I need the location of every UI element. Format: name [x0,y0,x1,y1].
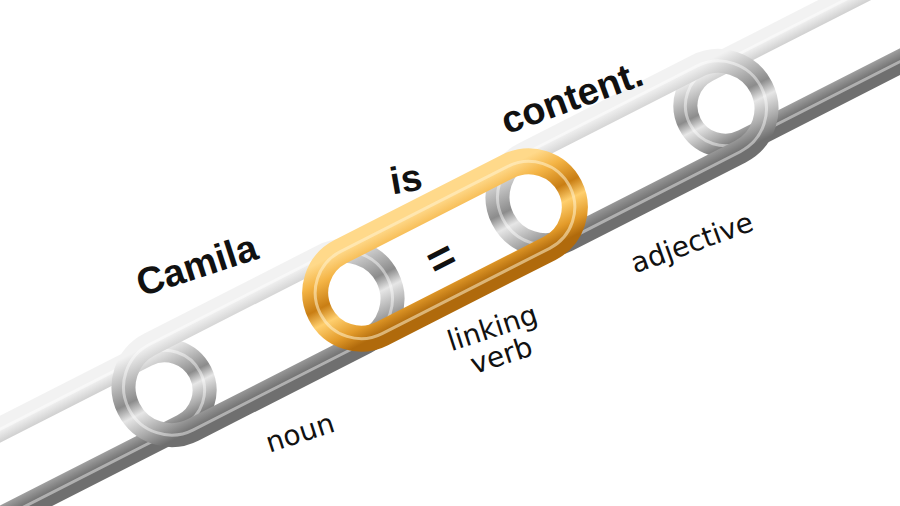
part-of-speech-label: adjective [627,207,757,278]
part-of-speech-label: noun [262,408,338,458]
gold-link-shine [299,145,590,354]
gold-chain-link [299,145,590,354]
sentence-word: Camila [132,228,263,304]
chain-link-shine [672,0,900,159]
chain-link-body [672,0,900,159]
chain-link [672,0,900,159]
sentence-word: is [387,158,425,203]
equals-sign: = [418,230,464,285]
part-of-speech-label: linking verb [432,296,562,388]
sentence-word: content. [496,54,649,142]
gold-link-body [299,145,590,354]
